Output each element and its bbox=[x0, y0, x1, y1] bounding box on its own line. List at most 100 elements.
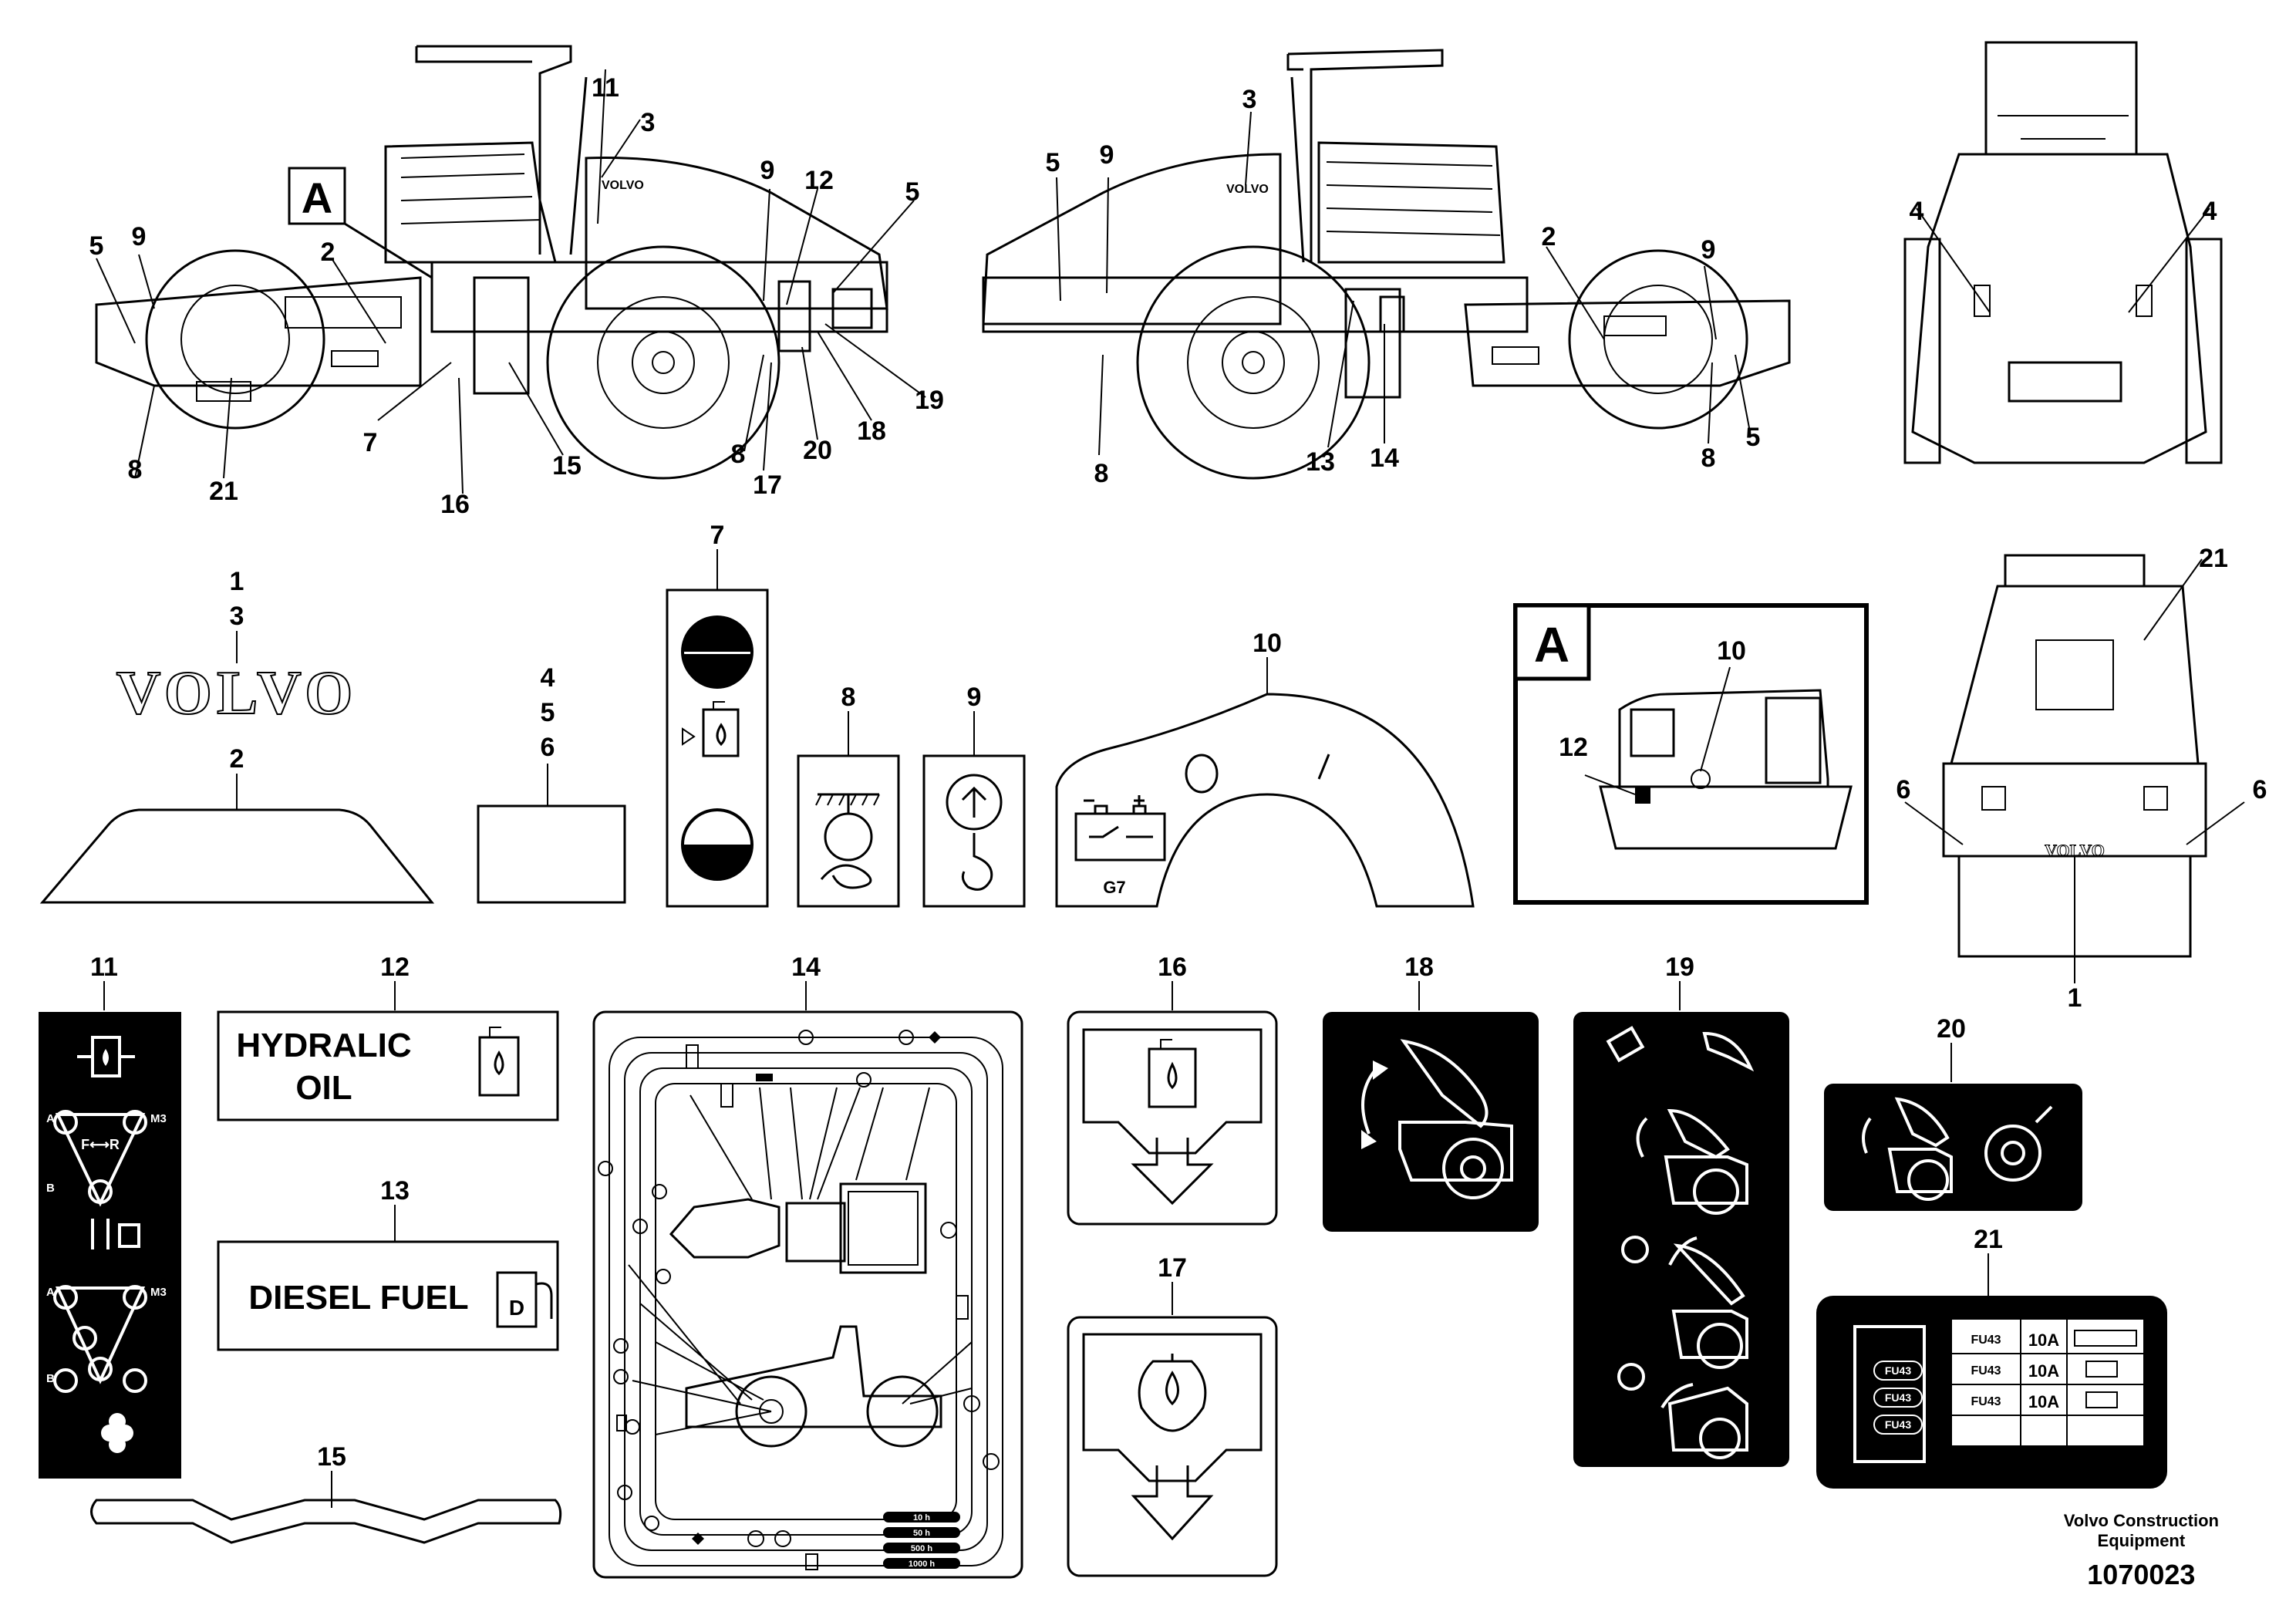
svg-text:3: 3 bbox=[230, 602, 244, 631]
svg-text:8: 8 bbox=[1094, 459, 1109, 488]
decal-2: 2 bbox=[39, 744, 435, 904]
svg-text:17: 17 bbox=[1158, 1253, 1187, 1283]
decal-9-lifting-point: 9 bbox=[922, 683, 1026, 908]
svg-text:2: 2 bbox=[321, 238, 335, 267]
svg-text:12: 12 bbox=[380, 953, 410, 982]
svg-text:10: 10 bbox=[1717, 636, 1746, 666]
service-interval-tags: 10 h 50 h 500 h 1000 h bbox=[883, 1512, 960, 1569]
svg-text:20: 20 bbox=[1937, 1014, 1966, 1044]
svg-text:21: 21 bbox=[209, 477, 238, 506]
svg-text:14: 14 bbox=[791, 953, 821, 982]
svg-text:13: 13 bbox=[1306, 447, 1335, 477]
svg-text:5: 5 bbox=[541, 698, 555, 727]
svg-text:19: 19 bbox=[1665, 953, 1694, 982]
svg-text:9: 9 bbox=[967, 683, 982, 712]
svg-text:10A: 10A bbox=[2028, 1392, 2059, 1411]
company-name-line1: Volvo Construction bbox=[2063, 1511, 2219, 1530]
svg-text:6: 6 bbox=[1896, 775, 1911, 804]
svg-text:7: 7 bbox=[710, 521, 725, 550]
svg-text:M3: M3 bbox=[150, 1112, 167, 1125]
decal-7-level-gauge: 7 bbox=[666, 521, 769, 908]
decal-11-control-plate: 11 A B M3 F⟷R A B M3 bbox=[39, 953, 181, 1479]
svg-text:9: 9 bbox=[132, 222, 147, 251]
decal-21-fuse-plate: 21 FU43 FU43 FU43 FU43 10A FU43 10A FU43… bbox=[1816, 1225, 2167, 1489]
svg-text:2: 2 bbox=[1542, 222, 1556, 251]
decal-12-hydraulic-oil: 12 HYDRALIC OIL bbox=[217, 953, 559, 1121]
svg-text:FU43: FU43 bbox=[1971, 1395, 2001, 1408]
svg-text:FU43: FU43 bbox=[1885, 1391, 1911, 1404]
svg-text:6: 6 bbox=[541, 733, 555, 762]
machine-right-side-view: VOLVO 3 5 9 2 9 5 8 8 13 14 bbox=[982, 49, 1791, 488]
svg-text:G7: G7 bbox=[1103, 878, 1125, 897]
svg-text:11: 11 bbox=[90, 953, 118, 982]
svg-text:FU43: FU43 bbox=[1971, 1334, 2001, 1347]
svg-text:12: 12 bbox=[804, 166, 834, 195]
svg-text:3: 3 bbox=[1242, 85, 1257, 114]
svg-text:FU43: FU43 bbox=[1885, 1418, 1911, 1431]
svg-text:13: 13 bbox=[380, 1176, 410, 1206]
svg-text:11: 11 bbox=[592, 73, 619, 103]
svg-text:15: 15 bbox=[317, 1442, 346, 1472]
machine-front-view: VOLVO 21 6 6 1 bbox=[1896, 544, 2267, 1013]
svg-text:A: A bbox=[1534, 617, 1569, 673]
svg-text:VOLVO: VOLVO bbox=[116, 659, 358, 727]
decal-19-hood-instructions: 19 bbox=[1573, 953, 1789, 1467]
svg-text:18: 18 bbox=[857, 416, 886, 446]
svg-text:9: 9 bbox=[760, 156, 775, 185]
svg-text:4: 4 bbox=[2203, 197, 2217, 226]
svg-text:21: 21 bbox=[1974, 1225, 2003, 1254]
svg-text:OIL: OIL bbox=[295, 1069, 352, 1107]
svg-text:9: 9 bbox=[1701, 235, 1716, 265]
svg-text:6: 6 bbox=[2253, 775, 2267, 804]
svg-text:4: 4 bbox=[541, 663, 555, 693]
svg-text:50 h: 50 h bbox=[913, 1529, 930, 1538]
svg-text:20: 20 bbox=[803, 436, 832, 465]
svg-text:14: 14 bbox=[1370, 443, 1399, 473]
svg-text:8: 8 bbox=[128, 455, 143, 484]
svg-text:7: 7 bbox=[363, 428, 378, 457]
svg-text:5: 5 bbox=[1746, 423, 1761, 452]
decal-14-lubrication-chart: 14 bbox=[592, 953, 1023, 1579]
machine-left-side-view: VOLVO A 11 3 9 12 5 5 9 2 7 16 15 21 bbox=[89, 45, 944, 519]
svg-text:B: B bbox=[46, 1182, 55, 1195]
svg-text:B: B bbox=[46, 1372, 55, 1385]
decal-10-battery-switch: 10 G7 bbox=[1055, 629, 1475, 908]
svg-text:15: 15 bbox=[552, 451, 582, 481]
machine-rear-view: 4 4 bbox=[1903, 41, 2223, 464]
decal-20-hood-release: 20 bbox=[1824, 1014, 2082, 1211]
decal-volvo: 1 3 VOLVO bbox=[116, 567, 358, 728]
svg-text:M3: M3 bbox=[150, 1286, 167, 1299]
svg-text:5: 5 bbox=[89, 231, 104, 261]
decal-8-tie-down: 8 bbox=[797, 683, 900, 908]
decal-17-oil-drain: 17 bbox=[1067, 1253, 1278, 1577]
svg-text:VOLVO: VOLVO bbox=[1226, 183, 1269, 196]
svg-text:8: 8 bbox=[731, 440, 746, 469]
svg-text:17: 17 bbox=[753, 470, 782, 500]
svg-text:12: 12 bbox=[1559, 733, 1588, 762]
svg-text:16: 16 bbox=[440, 490, 470, 519]
svg-text:21: 21 bbox=[2199, 544, 2228, 573]
company-name-line2: Equipment bbox=[2097, 1531, 2186, 1550]
svg-text:9: 9 bbox=[1100, 140, 1114, 170]
svg-text:DIESEL FUEL: DIESEL FUEL bbox=[248, 1279, 468, 1317]
svg-text:10: 10 bbox=[1253, 629, 1282, 658]
svg-text:FU43: FU43 bbox=[1971, 1364, 2001, 1378]
svg-text:FU43: FU43 bbox=[1885, 1364, 1911, 1377]
svg-text:VOLVO: VOLVO bbox=[602, 179, 644, 192]
svg-text:10A: 10A bbox=[2028, 1330, 2059, 1350]
svg-text:16: 16 bbox=[1158, 953, 1187, 982]
svg-text:A: A bbox=[302, 174, 332, 222]
document-number: 1070023 bbox=[2087, 1559, 2196, 1590]
svg-text:D: D bbox=[509, 1296, 524, 1320]
decal-4-5-6: 4 5 6 bbox=[477, 663, 626, 904]
decal-18-hood-open: 18 bbox=[1323, 953, 1539, 1232]
svg-text:A: A bbox=[46, 1286, 55, 1299]
svg-text:3: 3 bbox=[641, 108, 656, 137]
svg-text:F⟷R: F⟷R bbox=[81, 1137, 120, 1152]
svg-text:A: A bbox=[46, 1112, 55, 1125]
svg-text:HYDRALIC: HYDRALIC bbox=[236, 1027, 411, 1064]
svg-text:4: 4 bbox=[1910, 197, 1924, 226]
svg-text:1: 1 bbox=[2068, 983, 2082, 1013]
svg-text:500 h: 500 h bbox=[911, 1544, 932, 1553]
